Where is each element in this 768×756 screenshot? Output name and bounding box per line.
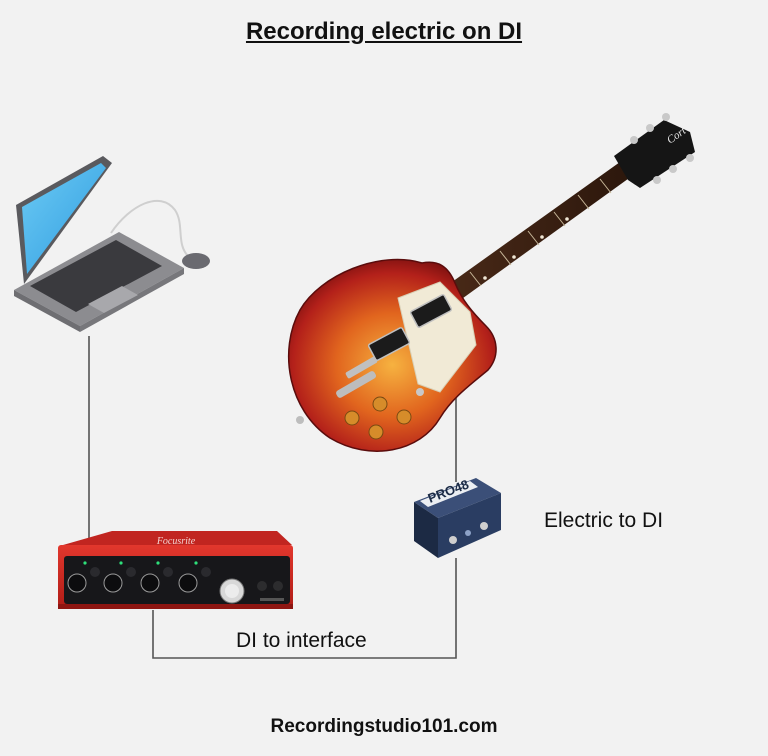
electric-to-di-label: Electric to DI	[544, 509, 664, 532]
interface-brand-text: Focusrite	[156, 536, 196, 547]
guitar-illustration: Cort	[288, 113, 695, 452]
connection-lines	[88, 336, 457, 659]
mouse-icon	[182, 253, 210, 269]
di-to-interface-label: DI to interface	[236, 629, 367, 652]
audio-interface-illustration: Focusrite	[58, 531, 293, 609]
page-title: Recording electric on DI	[245, 18, 523, 45]
di-to-interface-cable	[152, 558, 457, 659]
di-box-illustration: PRO48	[414, 477, 501, 558]
footer-site-name: Recordingstudio101.com	[270, 716, 498, 737]
laptop-illustration	[14, 156, 210, 332]
